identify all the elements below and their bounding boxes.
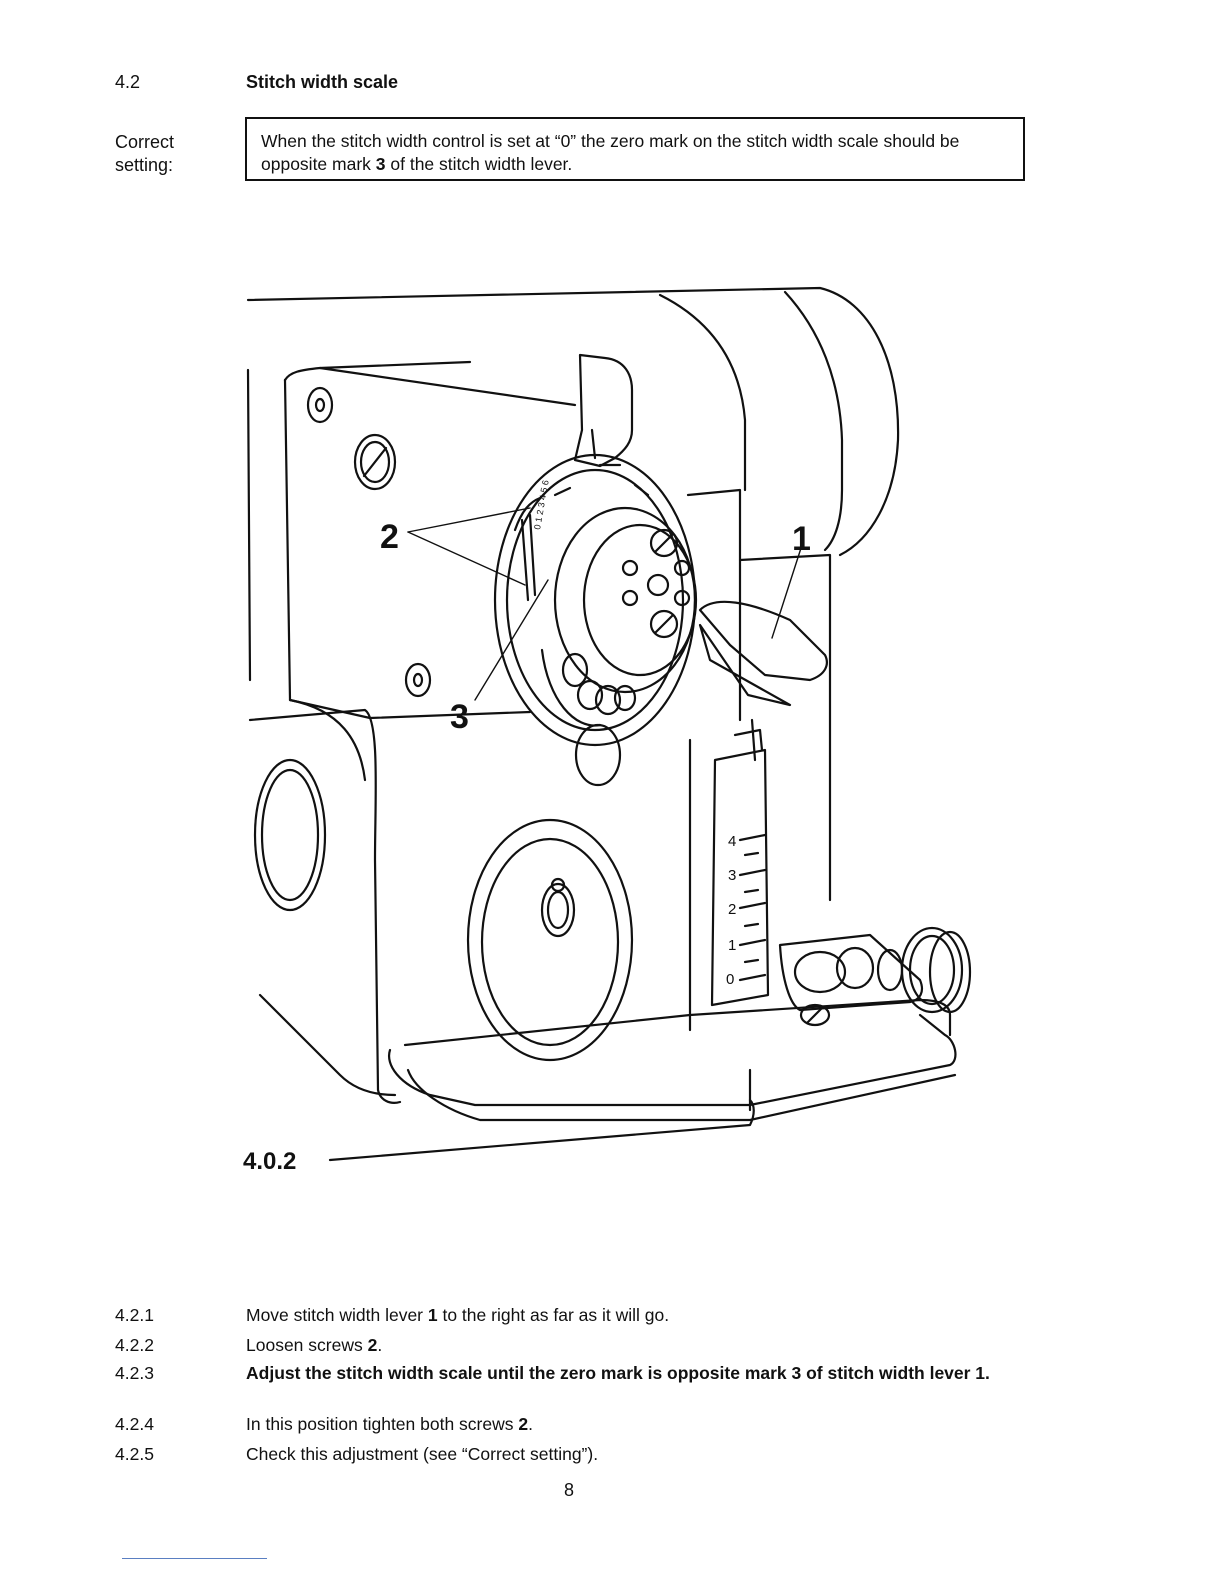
lower-left-screw-icon bbox=[404, 662, 432, 698]
stitch-width-lever-icon bbox=[698, 600, 828, 707]
step-number: 4.2.4 bbox=[115, 1414, 154, 1434]
correct-setting-text-1: When the stitch width control is set at … bbox=[261, 131, 960, 174]
callout-2: 2 bbox=[380, 518, 399, 556]
section-title: Stitch width scale bbox=[246, 72, 399, 92]
scale-tick-2: 2 bbox=[728, 901, 736, 918]
step-text: Adjust the stitch width scale until the … bbox=[246, 1363, 990, 1383]
section-number: 4.2 bbox=[115, 72, 141, 92]
step-ref: 1 bbox=[427, 1305, 438, 1325]
correct-setting-text-2: of the stitch width lever. bbox=[385, 154, 573, 174]
step-text-end: . bbox=[528, 1414, 533, 1434]
scale-tick-4: 4 bbox=[728, 833, 736, 850]
left-round-screw-icon bbox=[353, 433, 397, 491]
oval-cover-plate-icon bbox=[466, 818, 634, 1062]
step-number: 4.2.2 bbox=[115, 1335, 154, 1355]
page-number: 8 bbox=[564, 1480, 575, 1500]
scale-tick-1: 1 bbox=[728, 937, 736, 954]
callout-1: 1 bbox=[792, 520, 811, 558]
step-ref: 2 bbox=[367, 1335, 378, 1355]
scale-tick-0: 0 bbox=[726, 971, 734, 988]
stitch-length-scale-icon: 0 1 2 3 4 bbox=[710, 728, 770, 1007]
step-text: In this position tighten both screws bbox=[246, 1414, 519, 1434]
step-ref: 2 bbox=[518, 1414, 529, 1434]
figure-label: 4.0.2 bbox=[243, 1148, 297, 1175]
stitch-width-dial-icon: 0 1 2 3 4 5 6 bbox=[493, 453, 698, 747]
scale-tick-3: 3 bbox=[728, 867, 736, 884]
footer-rule bbox=[122, 1558, 267, 1559]
machine-illustration: 0 1 2 3 4 5 6 0 1 2 3 bbox=[246, 286, 972, 1162]
step-text-end: to the right as far as it will go. bbox=[437, 1305, 670, 1325]
correct-setting-label: Correct setting: bbox=[115, 132, 175, 175]
regulator-knob-icon bbox=[778, 926, 972, 1027]
step-text-end: . bbox=[377, 1335, 383, 1355]
step-number: 4.2.3 bbox=[115, 1363, 154, 1383]
step-number: 4.2.1 bbox=[115, 1305, 154, 1325]
upper-left-screw-icon bbox=[306, 386, 334, 424]
step-text: Move stitch width lever bbox=[246, 1305, 428, 1325]
callout-3: 3 bbox=[450, 698, 469, 736]
side-round-cover-icon bbox=[253, 758, 327, 912]
step-text: Loosen screws bbox=[246, 1335, 368, 1355]
correct-setting-mark: 3 bbox=[375, 154, 386, 174]
correct-setting-box: When the stitch width control is set at … bbox=[245, 117, 1025, 181]
step-number: 4.2.5 bbox=[115, 1444, 154, 1464]
bed-plate-icon bbox=[328, 998, 957, 1162]
step-text: Check this adjustment (see “Correct sett… bbox=[246, 1444, 599, 1464]
